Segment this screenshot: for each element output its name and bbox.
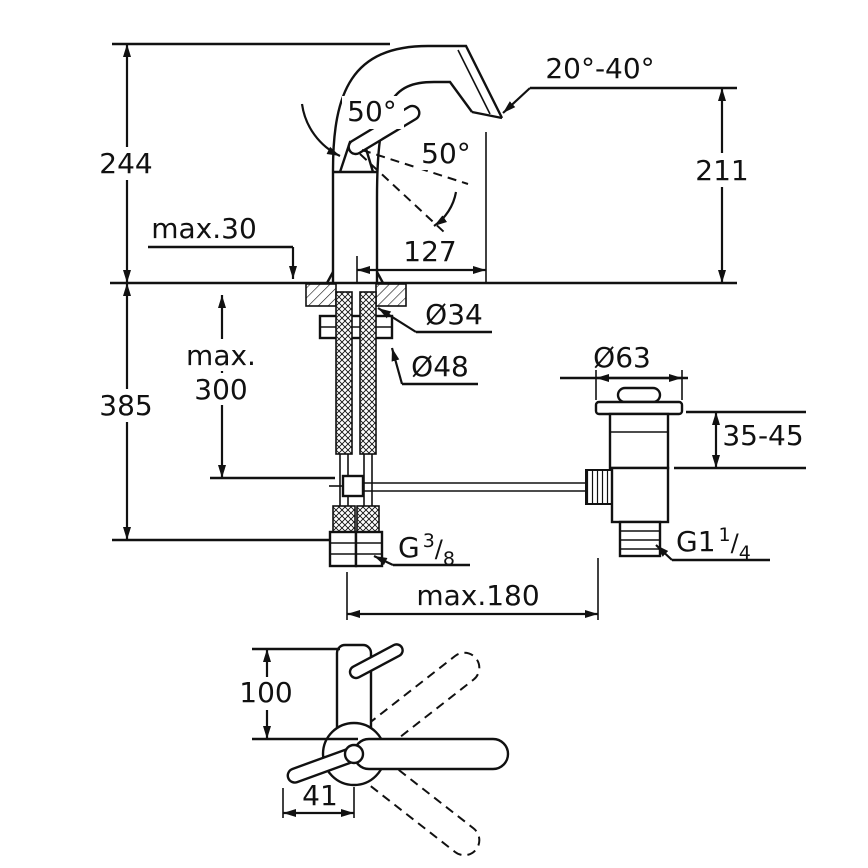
label-mask	[94, 389, 158, 422]
nut-detail-lines	[330, 542, 382, 555]
dim-max30-label: max.30	[151, 212, 257, 245]
tail-thread-lines	[620, 530, 660, 550]
angle-outlet-leader	[502, 87, 531, 114]
drain-knurled-knob	[585, 469, 613, 505]
pop-up-rod	[329, 474, 586, 498]
dim-41-label: 41	[302, 779, 338, 812]
g38-slash: /	[435, 535, 444, 563]
mounting-hardware	[318, 314, 394, 340]
hose-left-fitting	[332, 505, 356, 533]
dim-127-label: 127	[403, 235, 456, 268]
dim-max300-label-line1: max.	[186, 339, 256, 372]
dia-34-label: Ø34	[425, 298, 483, 331]
hose-left-braid	[335, 291, 353, 455]
dia-63-label: Ø63	[593, 341, 651, 374]
deck-section-left	[305, 283, 337, 307]
lever-front-shape	[348, 643, 404, 680]
g114-slash: /	[731, 529, 740, 557]
dia-48-label: Ø48	[411, 350, 469, 383]
g114-sub: 4	[739, 542, 751, 564]
dim-max180-label: max.180	[416, 579, 539, 612]
dia-34-leader	[377, 307, 417, 333]
angle-spout-label: 50°	[347, 95, 397, 128]
drain-lower-body	[610, 466, 670, 524]
dim-3545-label: 35-45	[722, 419, 803, 452]
label-mask	[236, 677, 298, 710]
drain-tailpiece	[618, 520, 662, 558]
g38-sub: 8	[443, 548, 455, 570]
lever-front-view	[348, 643, 404, 680]
angle-spout-arc-arrow	[300, 103, 341, 157]
label-mask	[94, 147, 158, 180]
angle-outlet-range-label: 20°-40°	[545, 52, 654, 85]
dimensions: 244 max.30 385 max. 300 20°-40° 211 127 …	[94, 42, 806, 620]
g114-sup: 1	[719, 524, 731, 546]
dim-max300-label-line2: 300	[194, 373, 247, 406]
handle-position-dashed-2	[359, 153, 445, 233]
rod-ball-joint	[341, 474, 365, 498]
dia-48-leader	[390, 347, 404, 385]
label-mask	[187, 373, 257, 405]
supply-hoses	[328, 291, 384, 568]
dim-244-label: 244	[99, 147, 152, 180]
label-mask	[691, 153, 753, 187]
g38-sup: 3	[423, 530, 435, 552]
spout-outlet-face	[471, 110, 503, 120]
hose-left-nut	[328, 530, 358, 568]
hose-right-tail	[363, 454, 373, 506]
g38-leader	[373, 555, 394, 566]
angle-handle-label: 50°	[421, 137, 471, 170]
g114-leader	[655, 544, 673, 561]
plan-view: 100 41	[236, 643, 510, 857]
hose-right-fitting	[356, 505, 380, 533]
cartridge-circle	[343, 743, 365, 765]
dim-211-label: 211	[695, 154, 748, 187]
base-flare	[325, 271, 385, 284]
deck-section-right	[375, 283, 407, 307]
g114-base: G1	[676, 525, 716, 558]
aerator-line	[457, 49, 491, 115]
angle-handle-arc-arrow	[433, 191, 458, 227]
drain-upper-body	[608, 412, 670, 470]
drain-assembly	[585, 386, 684, 558]
rod-horizontal	[363, 482, 586, 492]
label-mask	[342, 96, 404, 129]
label-mask	[416, 138, 478, 170]
spout-plan	[352, 737, 510, 771]
drain-dome	[616, 386, 662, 404]
countertop	[110, 281, 737, 307]
drain-flange	[594, 400, 684, 416]
g38-base: G	[398, 531, 420, 564]
hose-right-nut	[354, 530, 384, 568]
hose-right-braid	[359, 291, 377, 455]
dim-100-label: 100	[239, 676, 292, 709]
label-mask	[187, 339, 257, 371]
handle-position-dashed-1	[361, 149, 469, 185]
dim-385-label: 385	[99, 389, 152, 422]
